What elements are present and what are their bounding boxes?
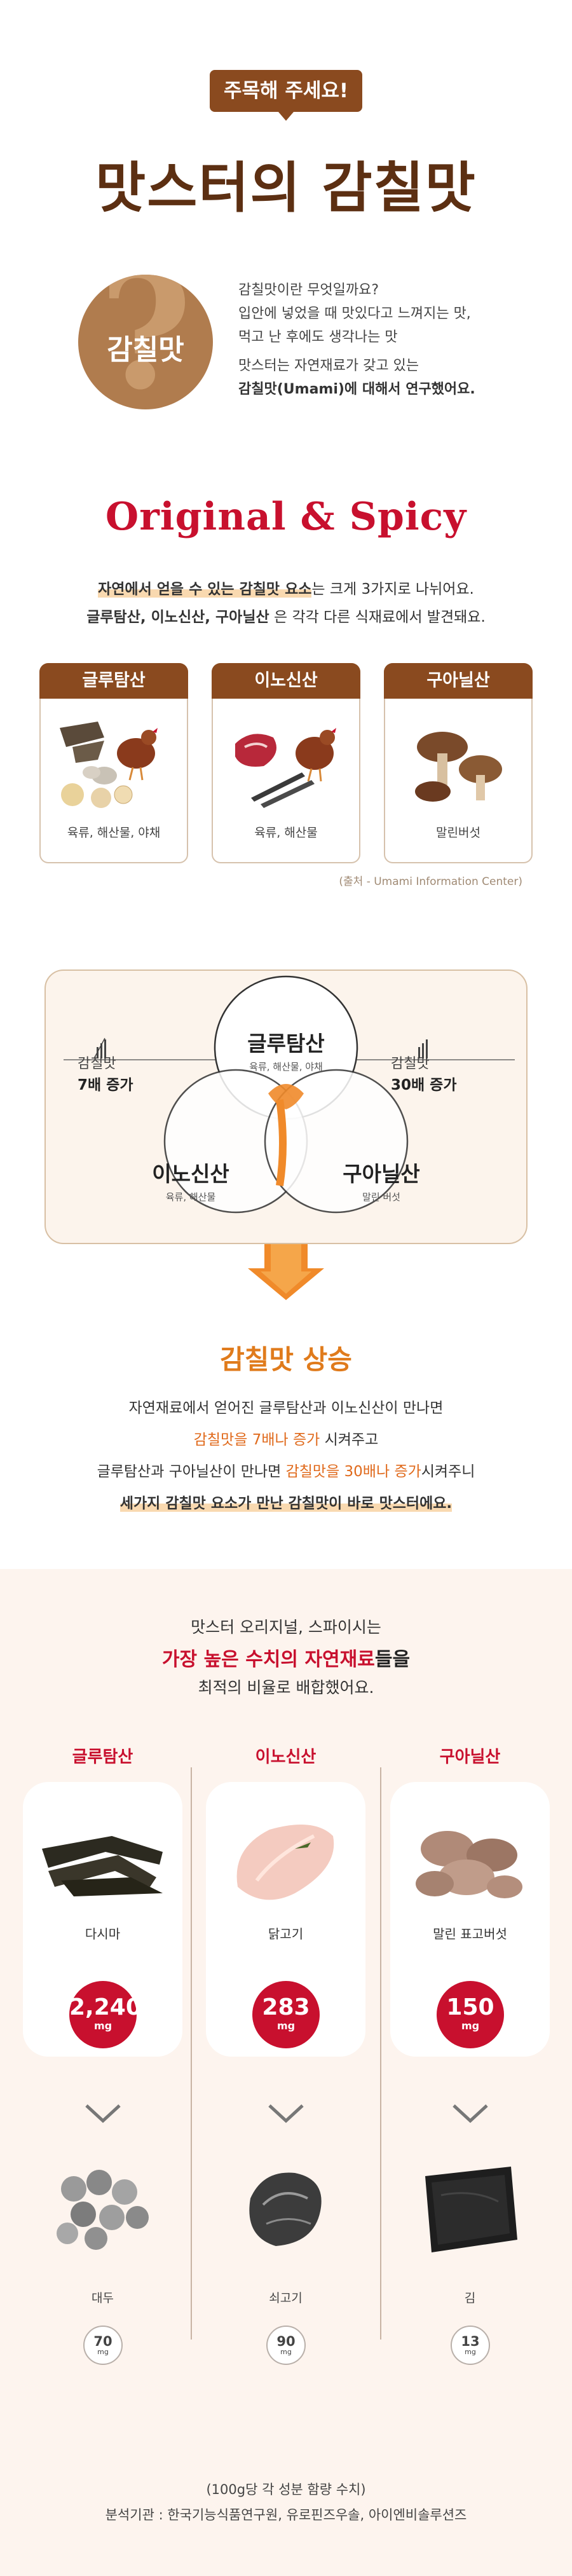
dried-mushroom-illustration <box>415 732 502 802</box>
kelp-illustration <box>42 1836 163 1896</box>
umami-cards: 글루탐산 육류, 해산물, 야채 이노신산 <box>39 663 533 863</box>
venn-diagram <box>64 975 515 1300</box>
column-inosinic: 이노신산 닭고기 283 mg 쇠고기 90 mg <box>201 1744 371 2380</box>
card-title: 이노신산 <box>212 663 360 699</box>
compare-ingredient-name: 쇠고기 <box>269 2291 303 2305</box>
column-divider <box>191 1767 192 2340</box>
header-section: 주목해 주세요! 맛스터의 감칠맛 ? 감칠맛 감칠맛이란 무엇일까요? 입안에… <box>0 0 572 413</box>
question-mark-icon: ? <box>99 275 193 409</box>
comparison-line: 최적의 비율로 배합했어요. <box>198 1678 374 1697</box>
footnote: (100g당 각 성분 함량 수치) <box>206 2482 366 2497</box>
card-title: 구아닐산 <box>384 663 533 699</box>
compare-ingredient-name: 대두 <box>92 2291 114 2305</box>
umami-rise-title: 감칠맛 상승 <box>220 1344 352 1375</box>
card-caption: 말린버섯 <box>436 826 480 840</box>
intro-line-bold: 감칠맛(Umami)에 대해서 연구했어요. <box>238 381 475 397</box>
venn-label-inosinic: 이노신산 육류, 해산물 <box>152 1161 229 1203</box>
highlight-text: 세가지 감칠맛 요소가 만난 감칠맛이 바로 맛스터에요. <box>119 1495 453 1512</box>
page-title: 맛스터의 감칠맛 <box>95 156 477 220</box>
attention-badge: 주목해 주세요! <box>210 70 362 121</box>
card-caption: 육류, 해산물 <box>254 826 318 840</box>
comparison-headline: 가장 높은 수치의 자연재료들을 <box>161 1648 411 1671</box>
card-title: 글루탐산 <box>39 663 188 699</box>
analysis-source: 분석기관 : 한국기능식품연구원, 유로핀즈우솔, 아이엔비솔루션즈 <box>105 2507 467 2523</box>
comparison-section <box>0 1569 572 2576</box>
card-inosinic: 이노신산 육류, 해산물 <box>212 663 360 863</box>
intro-line: 먹고 난 후에도 생각나는 맛 <box>238 329 398 345</box>
column-divider <box>380 1767 381 2340</box>
chevron-down-icon <box>453 2104 488 2123</box>
venn-label-glutamic: 글루탐산 육류, 해산물, 야채 <box>247 1031 325 1072</box>
question-circle: ? 감칠맛 <box>78 275 213 409</box>
compare-ingredient-name: 김 <box>464 2291 476 2305</box>
ingredient-name: 말린 표고버섯 <box>433 1926 507 1942</box>
intro-text: 감칠맛이란 무엇일까요? 입안에 넣었을 때 맛있다고 느껴지는 맛, 먹고 난… <box>238 278 556 401</box>
amount-badge: 283 mg <box>252 1981 320 2048</box>
seafood-vegetable-illustration <box>60 722 158 808</box>
original-spicy-title: Original & Spicy <box>105 495 467 539</box>
compare-amount-badge: 90 mg <box>266 2326 306 2365</box>
question-circle-label: 감칠맛 <box>107 334 184 366</box>
comparison-line: 맛스터 오리지널, 스파이시는 <box>191 1618 381 1636</box>
source-note: (출처 - Umami Information Center) <box>339 875 522 888</box>
column-guanylic: 구아닐산 말린 표고버섯 150 mg 김 13 mg <box>385 1744 555 2380</box>
card-caption: 육류, 해산물, 야채 <box>67 826 161 840</box>
column-title: 구아닐산 <box>439 1748 501 1767</box>
chevron-down-icon <box>85 2104 121 2123</box>
chicken-breast-illustration <box>236 1825 334 1900</box>
meat-fish-illustration <box>235 728 336 808</box>
column-title: 이노신산 <box>255 1748 317 1767</box>
chevron-down-icon <box>268 2104 304 2123</box>
card-guanylic: 구아닐산 말린버섯 <box>384 663 533 863</box>
seaweed-illustration <box>425 2167 517 2252</box>
highlight-text: 자연에서 얻을 수 있는 감칠맛 요소 <box>98 581 312 598</box>
original-spicy-description: 자연에서 얻을 수 있는 감칠맛 요소는 크게 3가지로 나뉘어요. 글루탐산,… <box>86 581 486 626</box>
umami-rise-description: 자연재료에서 얻어진 글루탐산과 이노신산이 만나면 감칠맛을 7배나 증가 시… <box>97 1400 475 1512</box>
beef-illustration <box>249 2172 322 2246</box>
dried-shiitake-illustration <box>416 1831 522 1898</box>
compare-amount-badge: 13 mg <box>451 2326 490 2365</box>
intro-line: 감칠맛이란 무엇일까요? <box>238 282 379 298</box>
intro-line: 입안에 넣었을 때 맛있다고 느껴지는 맛, <box>238 306 471 322</box>
ingredient-name: 닭고기 <box>268 1926 304 1942</box>
amount-badge: 2,240 mg <box>69 1981 142 2048</box>
intro-line: 맛스터는 자연재료가 갖고 있는 <box>238 358 419 374</box>
amount-badge: 150 mg <box>437 1981 504 2048</box>
right-increase-label: 감칠맛 30배 증가 <box>391 1056 457 1093</box>
compare-amount-badge: 70 mg <box>83 2326 123 2365</box>
bold-text: 글루탐산, 이노신산, 구아닐산 <box>86 609 269 626</box>
left-increase-label: 감칠맛 7배 증가 <box>78 1056 133 1093</box>
soybean-illustration <box>57 2170 149 2250</box>
column-glutamic: 글루탐산 다시마 2,240 mg 대두 70 mg <box>18 1744 187 2380</box>
venn-label-guanylic: 구아닐산 말린 버섯 <box>343 1161 420 1203</box>
card-glutamic: 글루탐산 육류, 해산물, 야채 <box>39 663 188 863</box>
column-title: 글루탐산 <box>72 1748 133 1767</box>
ingredient-name: 다시마 <box>85 1926 121 1942</box>
